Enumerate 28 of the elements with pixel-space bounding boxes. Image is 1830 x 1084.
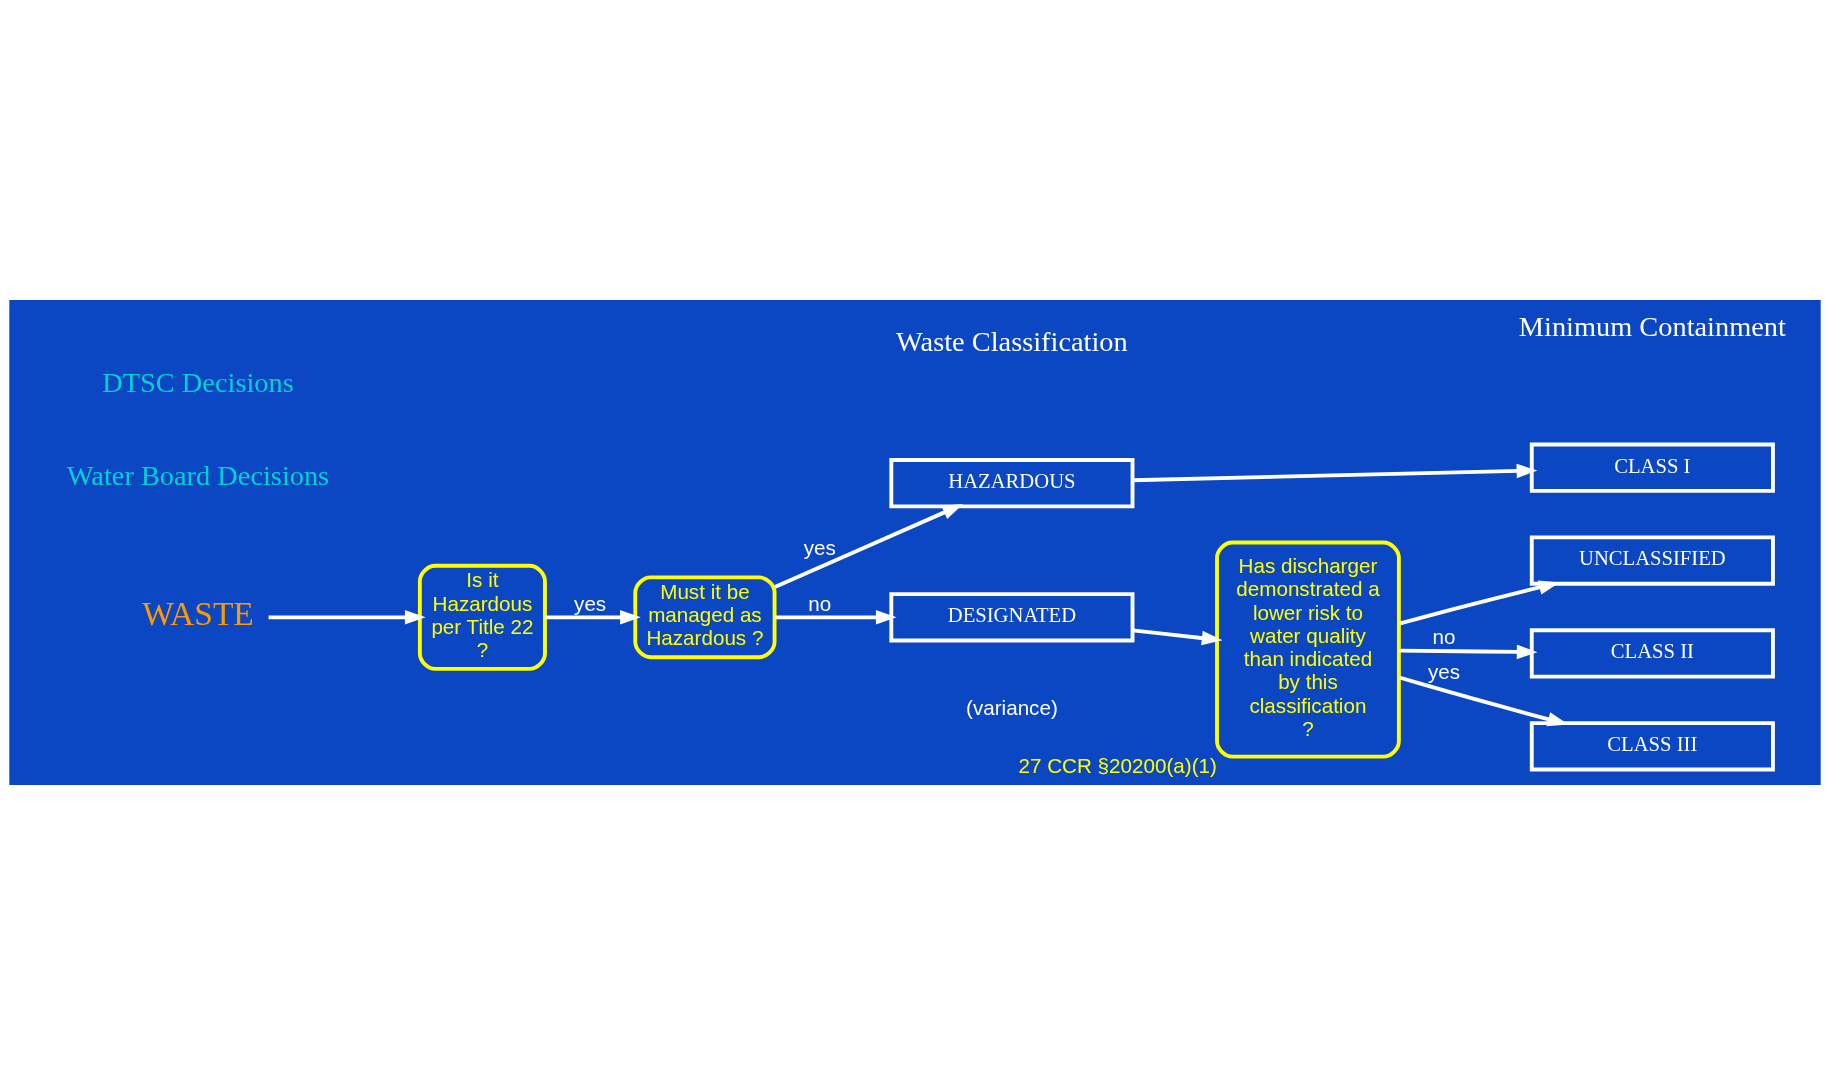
node-box: UNCLASSIFIED bbox=[1529, 534, 1775, 586]
arrow bbox=[774, 609, 897, 625]
node-box: HAZARDOUS bbox=[889, 457, 1135, 508]
node-box: Has discharger demonstrated a lower risk to water quality than indicated by this classification ? bbox=[1215, 540, 1401, 759]
label: (variance) bbox=[966, 695, 1058, 719]
node-box: CLASS III bbox=[1529, 720, 1775, 771]
edge-label: no bbox=[1432, 624, 1456, 648]
edge-label: yes bbox=[574, 591, 607, 615]
edge-label: yes bbox=[803, 535, 836, 559]
label: Water Board Decisions bbox=[66, 459, 330, 491]
node-box: Is it Hazardous per Title 22 ? bbox=[417, 563, 547, 671]
edge-label: no bbox=[808, 591, 832, 615]
label: Waste Classification bbox=[896, 325, 1128, 357]
arrow bbox=[774, 503, 964, 589]
arrow bbox=[1132, 628, 1223, 645]
node-box: Must it be managed as Hazardous ? bbox=[633, 574, 777, 659]
node-label: 27 CCR §20200(a)(1) bbox=[1018, 753, 1217, 777]
label: DTSC Decisions bbox=[102, 366, 294, 398]
arrow bbox=[1132, 463, 1538, 482]
node-box: CLASS II bbox=[1529, 627, 1775, 679]
node-box: CLASS I bbox=[1529, 442, 1775, 493]
node-text: WASTE bbox=[142, 594, 254, 632]
edge-label: yes bbox=[1427, 659, 1461, 683]
arrow bbox=[545, 609, 641, 625]
arrow bbox=[268, 609, 426, 625]
arrow bbox=[1399, 644, 1538, 659]
label: Minimum Containment bbox=[1518, 310, 1786, 342]
node-box: DESIGNATED bbox=[889, 591, 1135, 642]
